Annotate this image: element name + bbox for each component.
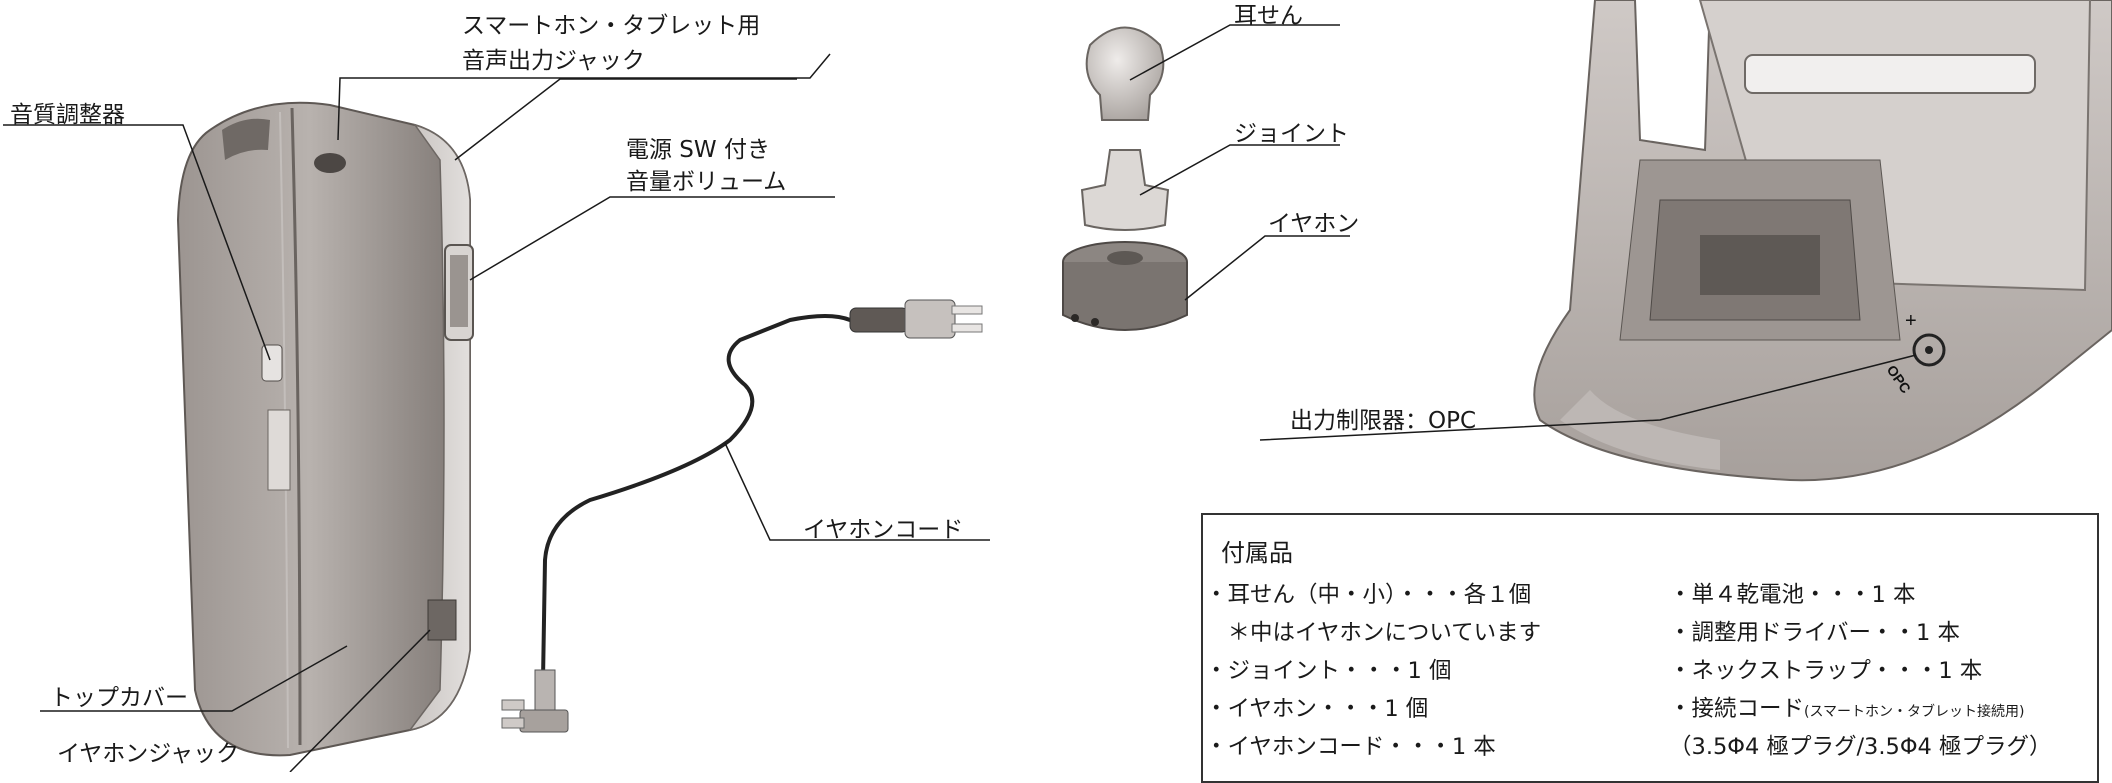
cord-plug-upper xyxy=(849,299,983,339)
accessory-item: ・イヤホン・・・1 個 xyxy=(1205,696,1429,722)
label-smartphone-jack-line1: スマートホン・タブレット用 xyxy=(462,13,761,39)
accessories-box: 付属品 ・耳せん（中・小）・・・各１個 ＊中はイヤホンについています ・ジョイン… xyxy=(1201,513,2099,783)
device-body xyxy=(176,101,474,757)
label-ear-tip: 耳せん xyxy=(1234,3,1303,29)
label-earphone-jack: イヤホンジャック xyxy=(57,741,240,767)
label-output-limiter: 出力制限器：OPC xyxy=(1290,408,1477,434)
accessory-item-cord: ・接続コード(スマートホン・タブレット接続用) xyxy=(1669,691,2025,723)
label-power-volume-line2: 音量ボリューム xyxy=(626,169,787,195)
label-smartphone-jack-line2: 音声出力ジャック xyxy=(462,48,645,74)
label-earphone: イヤホン xyxy=(1268,211,1360,237)
accessory-item: ・耳せん（中・小）・・・各１個 xyxy=(1205,582,1532,608)
accessory-item: ・調整用ドライバー・・1 本 xyxy=(1669,620,1961,646)
accessories-title: 付属品 xyxy=(1221,539,1293,567)
label-top-cover: トップカバー xyxy=(50,685,188,711)
label-tone-adjuster: 音質調整器 xyxy=(10,102,125,128)
label-power-volume-line1: 電源 SW 付き xyxy=(626,137,770,163)
plus-mark: + xyxy=(1905,310,1917,332)
earphone-cord xyxy=(541,314,852,682)
accessory-item: ・単４乾電池・・・1 本 xyxy=(1669,582,1916,608)
accessory-item: ・イヤホンコード・・・1 本 xyxy=(1205,734,1496,760)
leader-lines xyxy=(3,24,1917,772)
joint xyxy=(1080,149,1170,231)
cord-plug-lower xyxy=(501,669,569,733)
accessory-note: ＊中はイヤホンについています xyxy=(1205,620,1542,646)
earphone xyxy=(1062,241,1188,331)
label-joint: ジョイント xyxy=(1234,121,1349,147)
accessory-item: ・ジョイント・・・1 個 xyxy=(1205,658,1452,684)
cord-note: (スマートホン・タブレット接続用) xyxy=(1804,704,2025,720)
battery-case: + OPC xyxy=(1533,0,2112,482)
label-earphone-cord: イヤホンコード xyxy=(803,517,964,543)
accessory-item: ・ネックストラップ・・・1 本 xyxy=(1669,658,1983,684)
accessory-cord-spec: （3.5Φ4 極プラグ/3.5Φ4 極プラグ） xyxy=(1669,734,2052,760)
ear-tip xyxy=(1085,26,1165,121)
cord-main-label: ・接続コード xyxy=(1669,696,1805,722)
